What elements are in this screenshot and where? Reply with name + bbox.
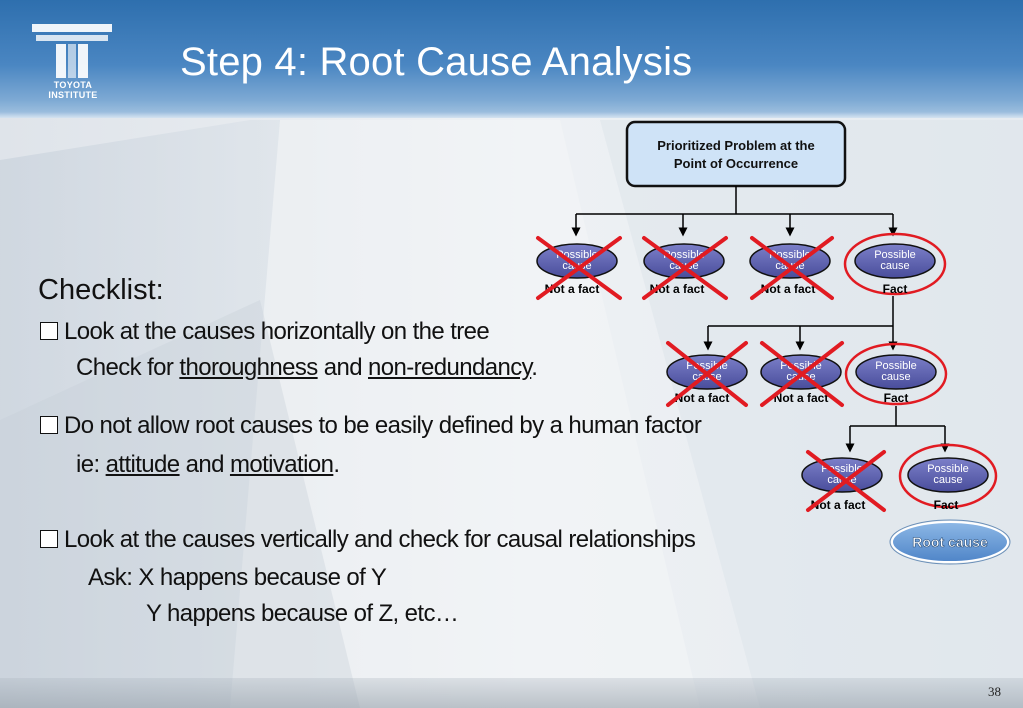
checklist-item-3: Look at the causes vertically and check … — [40, 526, 696, 554]
page-number: 38 — [988, 684, 1001, 699]
cause-label-line1: Possible — [875, 360, 917, 372]
motivation-term: motivation — [229, 451, 334, 478]
cause-node-3-2-fact: Possible cause Fact — [898, 443, 998, 512]
cause-node-1-3: Possible cause Not a fact — [749, 236, 834, 300]
cause-node-2-2: Possible cause Not a fact — [760, 341, 844, 407]
checkbox-icon — [40, 416, 58, 434]
slide-title: Step 4: Root Cause Analysis — [180, 40, 693, 84]
cause-node-1-1: Possible cause Not a fact — [536, 236, 622, 300]
checklist-item-3-line-3: Y happens because of Z, etc… — [146, 600, 459, 627]
thoroughness-term: thoroughness — [179, 354, 318, 381]
problem-line-1: Prioritized Problem at the — [657, 138, 814, 153]
fact-label: Fact — [934, 498, 959, 512]
cross-mark-icon — [760, 341, 844, 407]
not-fact-label: Not a fact — [774, 391, 829, 405]
non-redundancy-term: non-redundancy — [368, 354, 532, 381]
item1-period: . — [531, 354, 538, 381]
problem-box: Prioritized Problem at the Point of Occu… — [625, 120, 847, 188]
cause-node-1-2: Possible cause Not a fact — [642, 236, 728, 300]
item1-and: and — [317, 354, 369, 381]
cause-node-2-3-fact: Possible cause Fact — [844, 342, 948, 406]
root-cause-node: Root cause — [889, 519, 1011, 565]
item2-period: . — [333, 451, 340, 478]
cross-mark-icon — [750, 236, 834, 300]
checklist-item-2-line-1: Do not allow root causes to be easily de… — [64, 412, 702, 439]
toyota-institute-logo — [32, 24, 112, 78]
item1-prefix: Check for — [76, 354, 180, 381]
cross-mark-icon — [806, 450, 886, 512]
fact-label: Fact — [884, 391, 909, 405]
cause-node-3-1: Possible cause Not a fact — [801, 450, 886, 512]
logo-wordmark: TOYOTA INSTITUTE — [36, 80, 110, 100]
fact-label: Fact — [883, 282, 908, 296]
cause-node-2-1: Possible cause Not a fact — [666, 341, 748, 407]
item2-and: and — [179, 451, 230, 478]
attitude-term: attitude — [105, 451, 181, 478]
cross-mark-icon — [536, 236, 622, 300]
cause-label-line2: cause — [881, 371, 910, 383]
cause-label-line2: cause — [880, 260, 909, 272]
root-cause-label: Root cause — [912, 534, 988, 550]
checklist-item-1: Look at the causes horizontally on the t… — [40, 318, 490, 346]
header-band — [0, 0, 1023, 118]
level-3-connectors — [845, 406, 950, 453]
checklist-item-3-line-1: Look at the causes vertically and check … — [64, 526, 696, 553]
logo-line-2: INSTITUTE — [48, 90, 98, 100]
logo-line-1: TOYOTA — [53, 80, 93, 90]
checklist-item-1-line-2: Check for thoroughness and non-redundanc… — [76, 354, 538, 382]
level-1-connectors — [571, 186, 898, 237]
footer-band — [0, 678, 1023, 708]
level-2-connectors — [703, 296, 898, 351]
cause-label-line1: Possible — [927, 463, 969, 475]
not-fact-label: Not a fact — [811, 498, 866, 512]
cause-label-line2: cause — [933, 474, 962, 486]
cause-label-line1: Possible — [686, 360, 728, 372]
not-fact-label: Not a fact — [675, 391, 730, 405]
checklist-item-1-line-1: Look at the causes horizontally on the t… — [64, 318, 490, 345]
cause-node-1-4-fact: Possible cause Fact — [843, 232, 947, 296]
cross-mark-icon — [666, 341, 748, 407]
cause-label-line1: Possible — [874, 249, 916, 261]
checkbox-icon — [40, 530, 58, 548]
cross-mark-icon — [642, 236, 728, 300]
checklist-item-3-line-2: Ask: X happens because of Y — [88, 564, 387, 591]
item2-prefix: ie: — [76, 451, 106, 478]
problem-line-2: Point of Occurrence — [674, 156, 798, 171]
checklist-item-2: Do not allow root causes to be easily de… — [40, 412, 702, 440]
checklist-item-2-line-2: ie: attitude and motivation. — [76, 451, 340, 479]
checklist-heading: Checklist: — [38, 274, 164, 306]
checkbox-icon — [40, 322, 58, 340]
not-fact-label: Not a fact — [761, 282, 816, 296]
